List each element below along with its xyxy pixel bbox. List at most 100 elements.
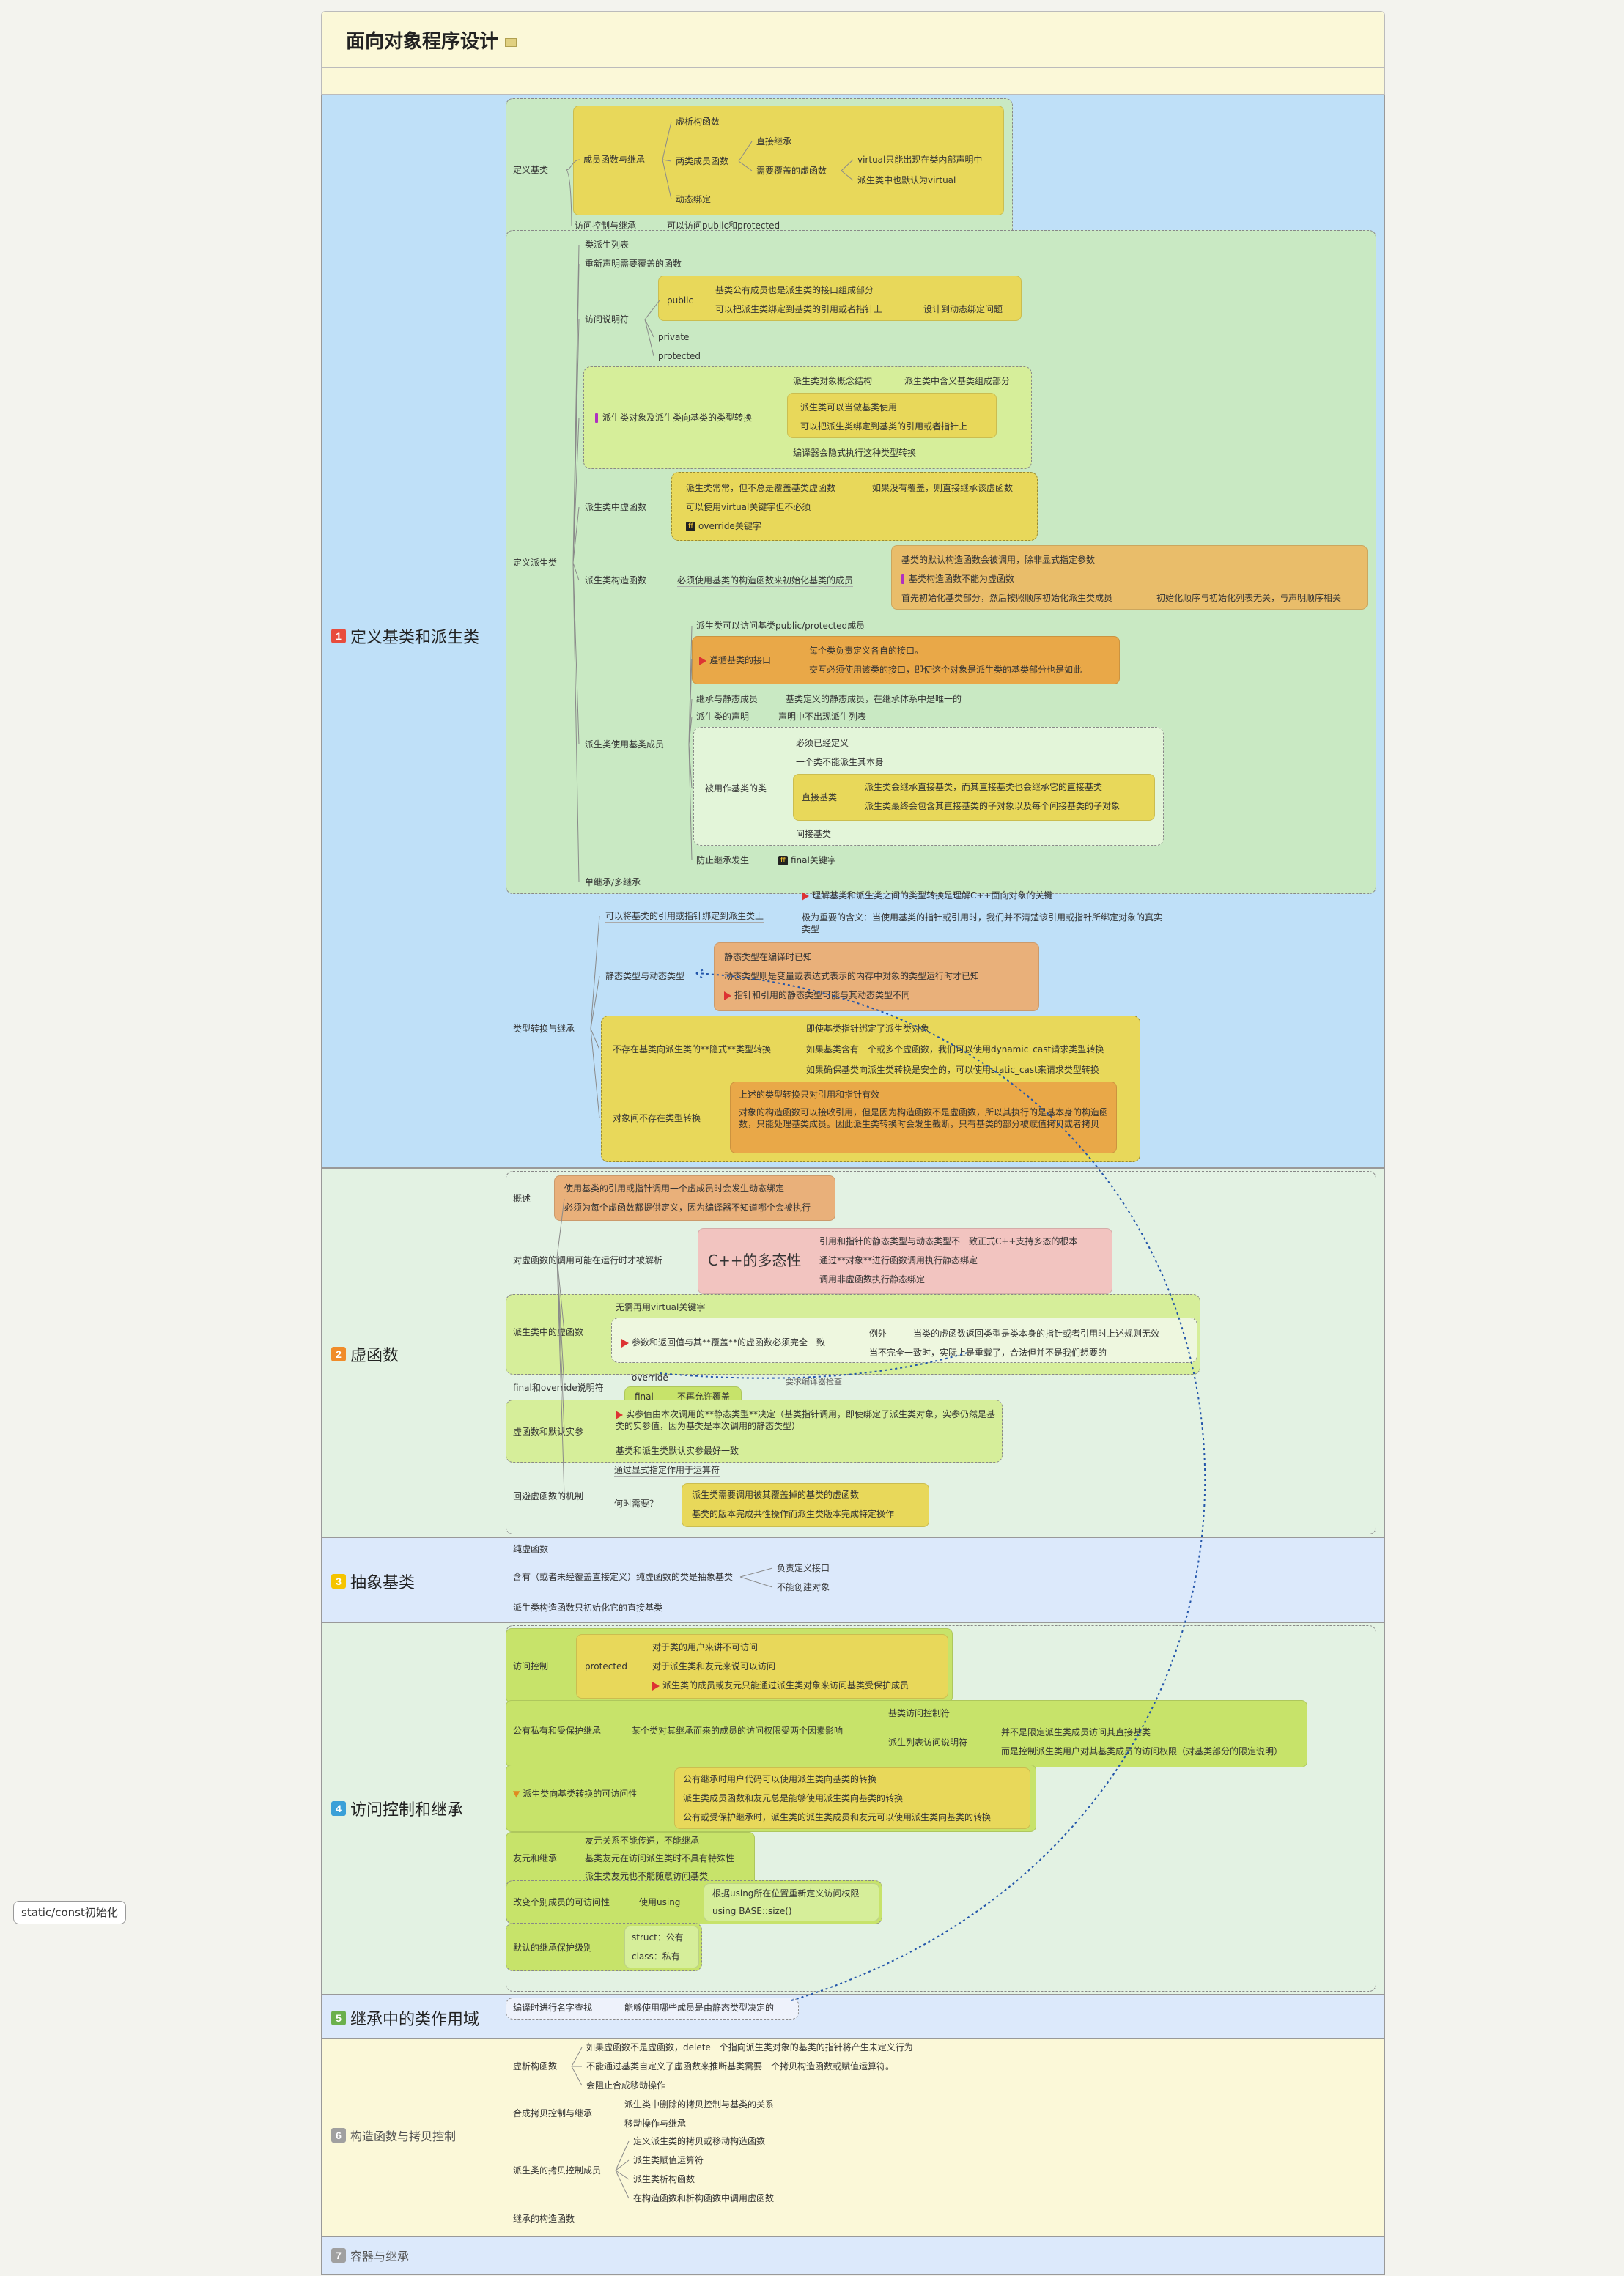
s4-pub-priv-3[interactable]: 派生列表访问说明符 (888, 1737, 968, 1748)
s1-direct-inherit[interactable]: 直接继承 (756, 136, 792, 147)
s2-poly-1[interactable]: 引用和指针的静态类型与动态类型不一致正式C++支持多态的根本 (819, 1236, 1078, 1246)
s1-access-ctrl[interactable]: 访问控制与继承 (575, 221, 637, 231)
s4-d2b[interactable]: ▼派生类向基类转换的可访问性 (513, 1789, 638, 1799)
s1-use-iface[interactable]: 遵循基类的接口 (699, 654, 771, 666)
s1-use-decl[interactable]: 派生类的声明 (696, 712, 750, 722)
s2-fo-check[interactable]: 要求编译器检查 (786, 1377, 842, 1386)
s1-sd-1[interactable]: 静态类型在编译时已知 (724, 952, 813, 962)
s6-dcc-3[interactable]: 派生类析构函数 (633, 2174, 695, 2184)
s1-use-base[interactable]: 派生类使用基类成员 (585, 739, 665, 750)
s1-conv-implicit[interactable]: 编译器会隐式执行这种类型转换 (793, 448, 917, 458)
s6-dcc-1[interactable]: 定义派生类的拷贝或移动构造函数 (633, 2136, 766, 2146)
s2-poly[interactable]: C++的多态性 (708, 1252, 802, 1269)
s2-dv-ex[interactable]: 例外 (869, 1329, 887, 1339)
s5-lookup[interactable]: 编译时进行名字查找 (513, 2003, 593, 2013)
s2-poly-3[interactable]: 调用非虚函数执行静态绑定 (819, 1274, 926, 1285)
s2-dv-1[interactable]: 无需再用virtual关键字 (616, 1302, 706, 1312)
s1-no-down[interactable]: 不存在基类向派生类的**隐式**类型转换 (613, 1044, 772, 1054)
s1-obj-conv-2[interactable]: 对象的构造函数可以接收引用，但是因为构造函数不是虚函数，所以其执行的是基本身的构… (739, 1107, 1109, 1129)
s1-direct-base-1[interactable]: 派生类会继承直接基类，而其直接基类也会继承它的直接基类 (865, 782, 1103, 792)
s4-prot[interactable]: protected (585, 1661, 628, 1671)
s2-dv-ex-2[interactable]: 当不完全一致时，实际上是重载了，合法但并不是我们想要的 (869, 1348, 1107, 1358)
s3-abs-2[interactable]: 不能创建对象 (777, 1582, 830, 1592)
s6-synth-1[interactable]: 派生类中删除的拷贝控制与基类的关系 (624, 2099, 775, 2110)
s1-tconv-bind-1[interactable]: 极为重要的含义：当使用基类的指针或引用时，我们并不清楚该引用或指针所绑定对象的真… (802, 912, 1163, 934)
s1-tconv-bind[interactable]: 可以将基类的引用或指针绑定到派生类上 (605, 911, 764, 923)
s6-vdtor-2[interactable]: 不能通过基类自定义了虚函数来推断基类需要一个拷贝构造函数或赋值运算符。 (586, 2061, 895, 2072)
s6-vdtor-1[interactable]: 如果虚函数不是虚函数，delete一个指向派生类对象的基类的指针将产生未定义行为 (586, 2042, 913, 2053)
s4-class[interactable]: class：私有 (632, 1951, 680, 1962)
s1-derived[interactable]: 定义派生类 (513, 558, 558, 568)
s1-vfunc[interactable]: 派生类中虚函数 (585, 502, 647, 512)
s1-ctor-a[interactable]: 基类的默认构造函数会被调用，除非显式指定参数 (901, 555, 1096, 565)
s2-bypass-when[interactable]: 何时需要？ (614, 1499, 659, 1509)
s1-ctor-b[interactable]: 基类构造函数不能为虚函数 (901, 573, 1014, 585)
s6-dcc-4[interactable]: 在构造函数和析构函数中调用虚函数 (633, 2193, 775, 2203)
s1-access-spec[interactable]: 访问说明符 (585, 314, 630, 325)
s4-using-2[interactable]: using BASE::size() (712, 1906, 792, 1916)
s1-virt-dtor[interactable]: 虚析构函数 (676, 117, 720, 128)
s4-prot-1[interactable]: 对于类的用户来讲不可访问 (652, 1642, 759, 1652)
s2-runtime[interactable]: 对虚函数的调用可能在运行时才被解析 (513, 1255, 663, 1266)
s6-dcc-2[interactable]: 派生类赋值运算符 (633, 2155, 704, 2165)
s2-dv[interactable]: 派生类中的虚函数 (513, 1327, 584, 1337)
s1-multi[interactable]: 单继承/多继承 (585, 877, 641, 887)
s1-direct-base-2[interactable]: 派生类最终会包含其直接基类的子对象以及每个间接基类的子对象 (865, 801, 1121, 811)
s2-def-2[interactable]: 基类和派生类默认实参最好一致 (616, 1446, 739, 1456)
s4-friend-1[interactable]: 友元关系不能传递，不能继承 (585, 1836, 700, 1846)
s1-virt-only-in-class[interactable]: virtual只能出现在类内部声明中 (857, 155, 983, 165)
s6-inh-ctor[interactable]: 继承的构造函数 (513, 2214, 575, 2224)
s1-use-static-1[interactable]: 基类定义的静态成员，在继承体系中是唯一的 (786, 694, 962, 704)
s4-prot-3[interactable]: 派生类的成员或友元只能通过派生类对象来访问基类受保护成员 (652, 1680, 909, 1691)
s5-lookup-1[interactable]: 能够使用哪些成员是由静态类型决定的 (624, 2003, 775, 2013)
s1-member-funcs[interactable]: 成员函数与继承 (583, 155, 646, 165)
s4-pub-priv-2[interactable]: 基类访问控制符 (888, 1708, 951, 1718)
s1-use-static[interactable]: 继承与静态成员 (696, 694, 759, 704)
s1-derivation-list[interactable]: 类派生列表 (585, 240, 630, 250)
s3-ctor[interactable]: 派生类构造函数只初始化它的直接基类 (513, 1603, 663, 1613)
s2-def-1[interactable]: 实参值由本次调用的**静态类型**决定（基类指针调用，即使绑定了派生类对象，实参… (616, 1409, 996, 1431)
s2-fo[interactable]: final和override说明符 (513, 1383, 604, 1393)
s4-pub-priv-1[interactable]: 某个类对其继承而来的成员的访问权限受两个因素影响 (632, 1726, 844, 1736)
s1-prevent[interactable]: 防止继承发生 (696, 855, 750, 865)
s4-using[interactable]: 使用using (639, 1897, 681, 1907)
s1-conv-use-as-base[interactable]: 派生类可以当做基类使用 (800, 402, 898, 413)
s2-bypass-w2[interactable]: 基类的版本完成共性操作而派生类版本完成特定操作 (692, 1509, 895, 1519)
s1-sd[interactable]: 静态类型与动态类型 (605, 971, 685, 981)
s1-public[interactable]: public (667, 295, 694, 306)
s1-conv-model[interactable]: 派生类对象概念结构 (793, 376, 873, 386)
s1-direct-base[interactable]: 直接基类 (802, 792, 838, 802)
s2-bypass-w1[interactable]: 派生类需要调用被其覆盖掉的基类的虚函数 (692, 1490, 860, 1500)
s1-pub-2[interactable]: 可以把派生类绑定到基类的引用或者指针上 (715, 304, 883, 314)
s1-tconv[interactable]: 类型转换与继承 (513, 1024, 575, 1034)
s1-ctor[interactable]: 派生类构造函数 (585, 575, 647, 585)
s1-no-down-2[interactable]: 如果基类含有一个或多个虚函数，我们可以使用dynamic_cast请求类型转换 (806, 1044, 1104, 1054)
s6-vdtor-3[interactable]: 会阻止合成移动操作 (586, 2080, 666, 2091)
s4-friend-3[interactable]: 派生类友元也不能随意访问基类 (585, 1871, 709, 1881)
s4-d2b-3[interactable]: 公有或受保护继承时，派生类的派生类成员和友元可以使用派生类向基类的转换 (683, 1812, 992, 1822)
s1-as-base-2[interactable]: 一个类不能派生其本身 (796, 757, 885, 767)
s2-bypass-1[interactable]: 通过显式指定作用于运算符 (614, 1465, 720, 1477)
s4-pub-priv[interactable]: 公有私有和受保护继承 (513, 1726, 602, 1736)
s4-d2b-2[interactable]: 派生类成员函数和友元总是能够使用派生类向基类的转换 (683, 1793, 904, 1803)
s1-sd-2[interactable]: 动态类型则是变量或表达式表示的内存中对象的类型 (724, 971, 927, 981)
s1-conv-bind[interactable]: 可以把派生类绑定到基类的引用或者指针上 (800, 421, 968, 432)
s6-vdtor[interactable]: 虚析构函数 (513, 2061, 558, 2072)
s2-overview[interactable]: 概述 (513, 1194, 531, 1204)
s4-pub-priv-3b[interactable]: 而是控制派生类用户对其基类成员的访问权限（对基类部分的限定说明） (1001, 1746, 1283, 1756)
s6-synth-2[interactable]: 移动操作与继承 (624, 2118, 687, 2129)
s1-conv[interactable]: 派生类对象及派生类向基类的类型转换 (595, 412, 752, 424)
s1-obj-conv-1[interactable]: 上述的类型转换只对引用和指针有效 (739, 1090, 880, 1100)
s3-abs[interactable]: 含有（或者未经覆盖直接定义）纯虚函数的类是抽象基类 (513, 1572, 734, 1582)
s1-as-base[interactable]: 被用作基类的类 (705, 783, 767, 794)
s2-ov-2[interactable]: 必须为每个虚函数都提供定义，因为编译器不知道哪个会被执行 (564, 1202, 811, 1213)
s4-friend[interactable]: 友元和继承 (513, 1853, 558, 1863)
